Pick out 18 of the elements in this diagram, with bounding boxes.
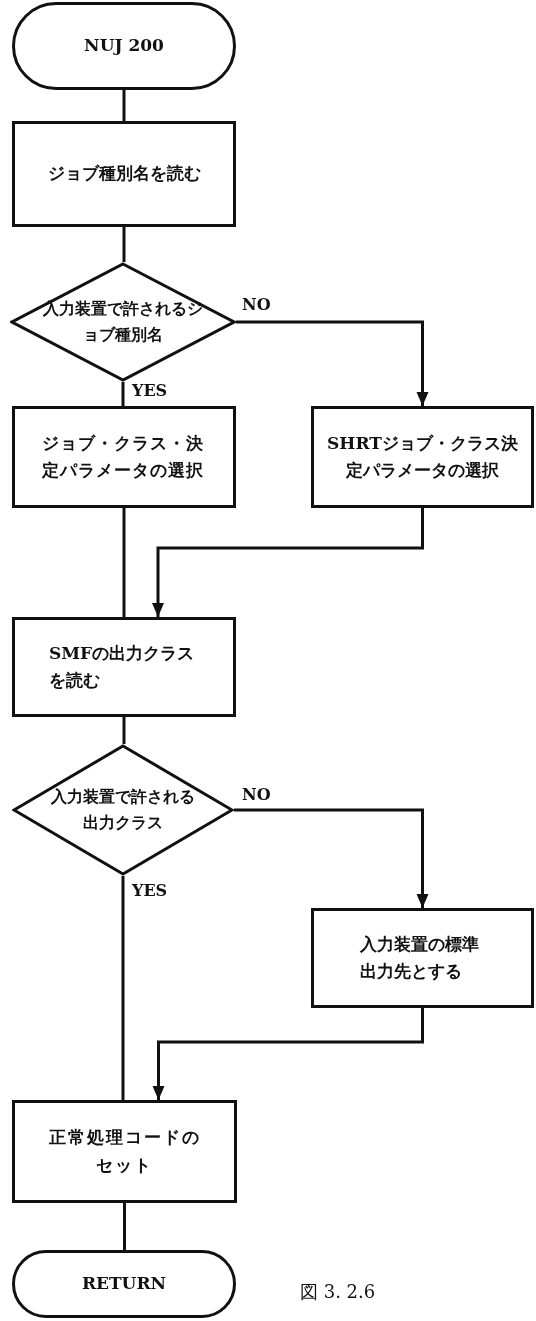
step-text: 正常処理コードのセット [47, 1126, 202, 1177]
step-text: SHRTジョブ・クラス決定パラメータの選択 [326, 431, 519, 482]
decision-diamond [12, 744, 234, 876]
step-text: RETURN [81, 1272, 167, 1296]
step-text: ジョブ種別名を読む [47, 162, 201, 186]
step-text: NUJ 200 [84, 34, 164, 58]
step-text: 入力装置で許される出力クラス [50, 786, 196, 834]
process-box [12, 617, 236, 717]
step-text: 入力装置の標準出力先とする [359, 932, 480, 983]
process-box [12, 1100, 237, 1203]
process-box [12, 406, 236, 508]
decision-diamond [10, 262, 236, 382]
process-box [311, 908, 534, 1008]
step-text: ジョブ・クラス・決定パラメータの選択 [41, 431, 205, 482]
process-box [12, 121, 236, 227]
process-box [311, 406, 534, 508]
step-text: SMFの出力クラスを読む [49, 641, 196, 692]
figure-caption: 図 3. 2.6 [300, 1280, 376, 1304]
